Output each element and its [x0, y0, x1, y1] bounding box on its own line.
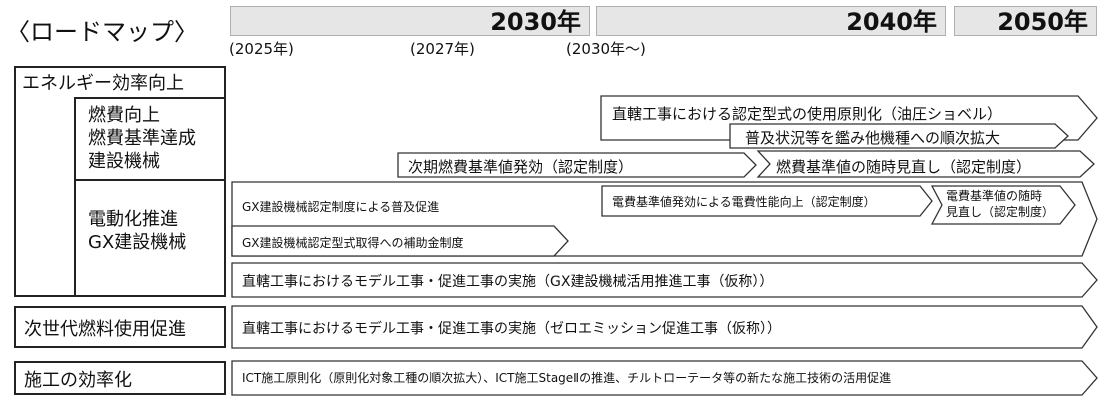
year-2025-label: (2025年): [229, 40, 294, 58]
era-2040-bar: 2040年: [596, 6, 946, 36]
category-construction-efficiency: [14, 361, 226, 395]
arrow-shape-4: [756, 150, 1095, 178]
arrow-text-11: ICT施工原則化（原則化対象工種の順次拡大）、ICT施工StageⅡの推進、チル…: [242, 371, 892, 385]
arrow-text-1: 直轄工事における認定型式の使用原則化（油圧ショベル）: [612, 105, 1003, 123]
arrow-shape-3: [397, 152, 757, 178]
arrow-shape-8: [231, 225, 569, 257]
subcategory-fuel-line3: 建設機械: [88, 151, 160, 172]
arrow-text-2: 普及状況等を鑑み他機種への順次拡大: [745, 129, 1001, 147]
era-2030-bar: 2030年: [230, 6, 590, 36]
arrow-shape-2: [729, 123, 1069, 149]
arrow-text-4: 燃費基準値の随時見直し（認定制度）: [776, 158, 1032, 176]
arrow-text-8: GX建設機械認定型式取得への補助金制度: [242, 236, 464, 250]
category-energy-efficiency-label: エネルギー効率向上: [22, 73, 184, 94]
arrow-shape-11: [231, 360, 1098, 396]
arrow-shape-7: [930, 185, 1076, 225]
subcategory-fuel-box: [74, 97, 226, 181]
era-2040-label: 2040年: [846, 8, 937, 36]
subcategory-fuel-line2: 燃費基準達成: [88, 128, 196, 149]
subcategory-electrification-line2: GX建設機械: [88, 232, 187, 253]
era-2030-label: 2030年: [490, 8, 581, 36]
arrow-text-9: 直轄工事におけるモデル工事・促進工事の実施（GX建設機械活用推進工事（仮称））: [242, 274, 774, 290]
subcategory-fuel-line1: 燃費向上: [88, 105, 160, 126]
arrow-text-10: 直轄工事におけるモデル工事・促進工事の実施（ゼロエミッション促進工事（仮称））: [242, 321, 781, 337]
category-construction-efficiency-label: 施工の効率化: [24, 370, 132, 391]
year-2030-label: (2030年～): [566, 40, 646, 58]
arrow-shape-10: [231, 305, 1098, 349]
page-title: 〈ロードマップ〉: [6, 18, 198, 46]
category-nextgen-fuel: [14, 306, 226, 348]
year-2027-label: (2027年): [410, 40, 475, 58]
subcategory-electrification-box: [74, 179, 226, 297]
arrow-text-7a: 電費基準値の随時: [946, 189, 1043, 203]
arrow-text-5: GX建設機械認定制度による普及促進: [242, 200, 440, 214]
category-nextgen-fuel-label: 次世代燃料使用促進: [24, 319, 186, 340]
arrow-shape-6: [601, 185, 933, 217]
arrow-text-7b: 見直し（認定制度）: [946, 205, 1055, 219]
era-2050-label: 2050年: [997, 8, 1088, 36]
arrow-text-6: 電費基準値発効による電費性能向上（認定制度）: [612, 195, 876, 209]
arrow-text-3: 次期燃費基準値発効（認定制度）: [408, 158, 634, 176]
arrow-shape-9: [231, 262, 1098, 298]
era-2050-bar: 2050年: [954, 6, 1097, 36]
subcategory-electrification-line1: 電動化推進: [88, 209, 178, 230]
